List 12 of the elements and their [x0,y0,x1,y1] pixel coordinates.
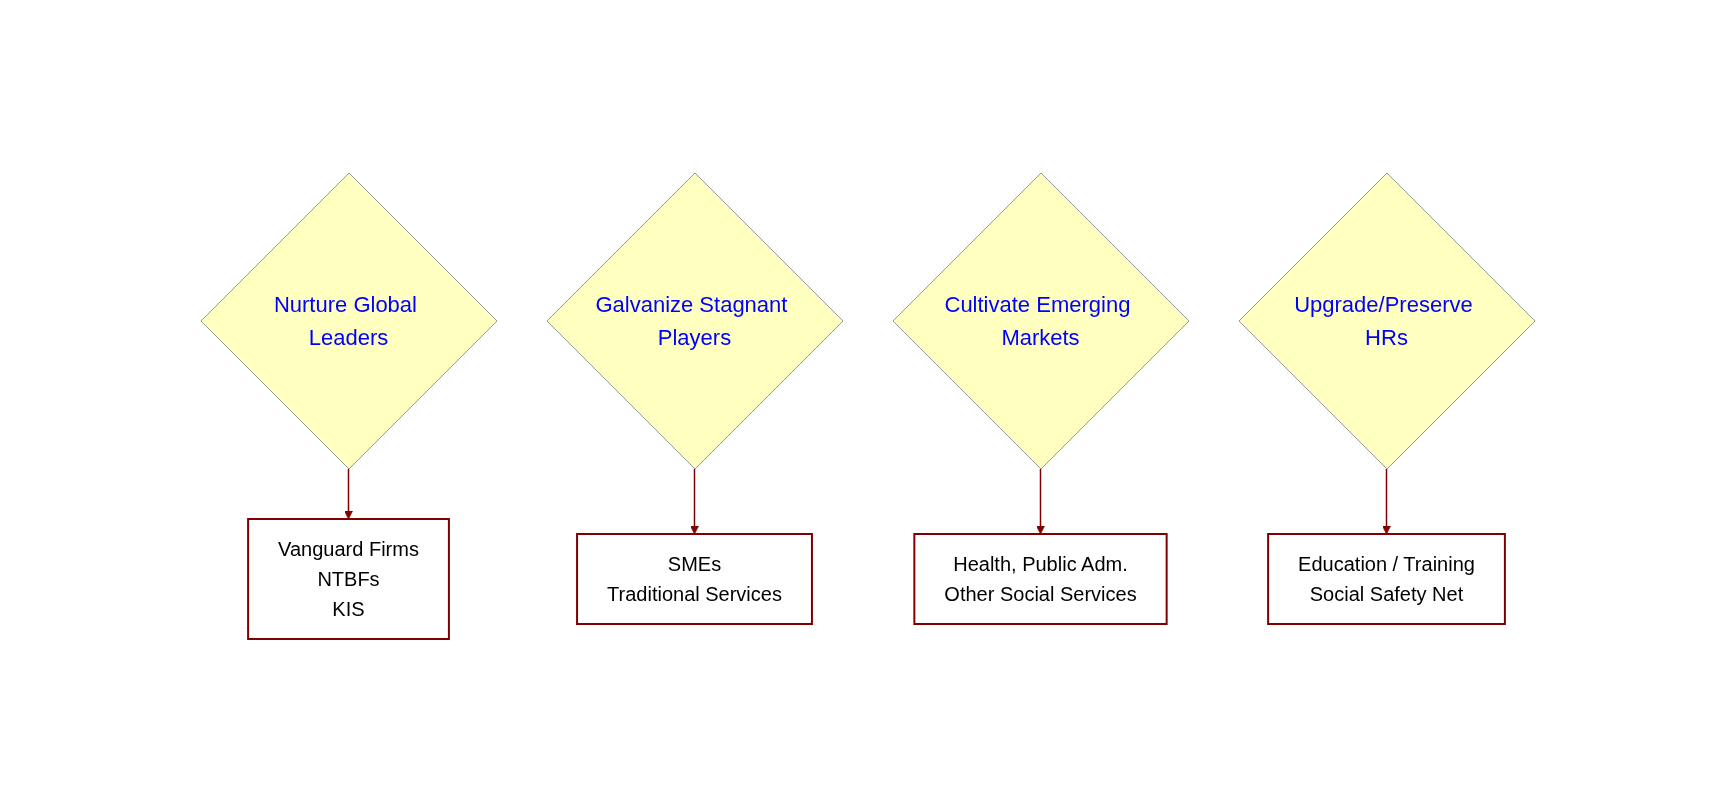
node-diamond: Upgrade/Preserve HRs [1238,172,1535,469]
node-box: SMEs Traditional Services [575,532,813,625]
arrow [1381,467,1391,534]
arrow [343,467,353,519]
node-box: Health, Public Adm. Other Social Services [912,532,1168,625]
node-box: Education / Training Social Safety Net [1266,532,1506,625]
arrow [1035,467,1045,534]
arrow [689,467,699,534]
node-box: Vanguard Firms NTBFs KIS [246,517,450,640]
node-diamond: Galvanize Stagnant Players [546,172,843,469]
node-diamond: Cultivate Emerging Markets [892,172,1189,469]
node-diamond: Nurture Global Leaders [200,172,497,469]
